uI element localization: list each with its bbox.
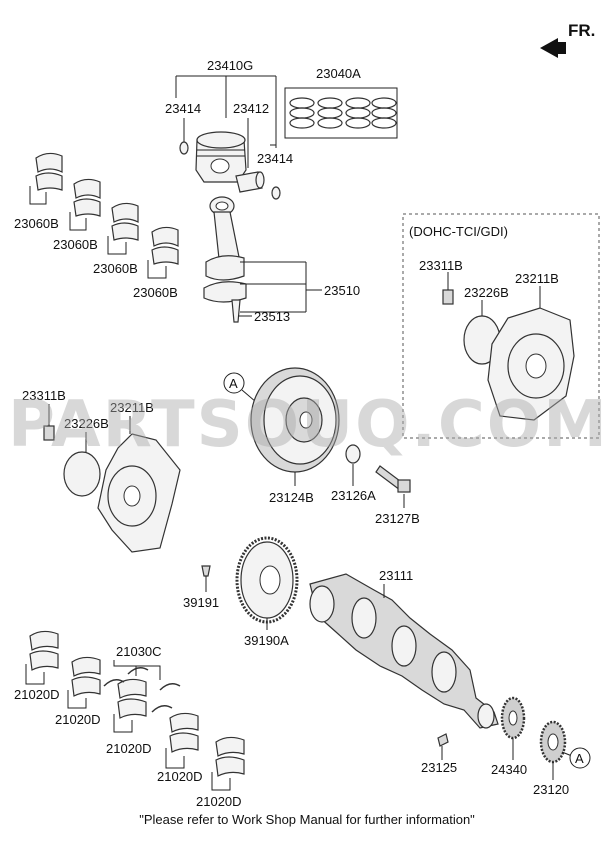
label-23226B-left: 23226B xyxy=(64,416,109,431)
gdi-flywheel-group: 23311B 23226B 23211B xyxy=(419,258,575,421)
front-arrow-icon xyxy=(540,38,566,58)
conrod-bearing-3 xyxy=(111,202,139,241)
thrust-washers xyxy=(103,667,181,713)
flywheel-left xyxy=(97,433,181,553)
label-23120: 23120 xyxy=(533,782,569,797)
footer-note: "Please refer to Work Shop Manual for fu… xyxy=(139,812,475,827)
target-wheel xyxy=(235,536,299,624)
label-23040A: 23040A xyxy=(316,66,361,81)
conrod-bearings: 23060B 23060B 23060B 23060B xyxy=(14,152,179,300)
label-21020D-1: 21020D xyxy=(14,687,60,702)
piston-pin xyxy=(235,171,265,193)
sprocket-24340 xyxy=(500,696,526,740)
crank-pulley xyxy=(250,367,340,473)
connecting-rod: 23510 23513 xyxy=(203,196,360,324)
callout-a-bottom: A xyxy=(575,751,584,766)
label-24340: 24340 xyxy=(491,762,527,777)
variant-box xyxy=(402,213,600,439)
label-23311B-gdi: 23311B xyxy=(419,258,463,273)
variant-box-label: (DOHC-TCI/GDI) xyxy=(409,224,508,239)
snap-ring-right xyxy=(271,186,281,200)
rod-bolt xyxy=(231,299,241,323)
label-21020D-4: 21020D xyxy=(157,769,203,784)
front-direction-indicator: FR. xyxy=(540,21,595,58)
label-23060B-3: 23060B xyxy=(93,261,138,276)
conrod-bearing-2 xyxy=(73,178,101,217)
label-21030C: 21030C xyxy=(116,644,162,659)
timing-sprockets: A 23125 24340 23120 xyxy=(421,696,591,797)
piston-ring-set: 23040A xyxy=(284,66,398,139)
front-label: FR. xyxy=(568,21,595,40)
label-23412: 23412 xyxy=(233,101,269,116)
label-39190A: 39190A xyxy=(244,633,289,648)
piston-group: 23410G 23414 23412 23414 xyxy=(165,58,293,200)
label-23211B-gdi: 23211B xyxy=(515,271,559,286)
piston xyxy=(195,131,247,183)
target-wheel-group: 39191 39190A xyxy=(183,536,299,648)
main-bearing-1 xyxy=(29,630,59,671)
shim-left xyxy=(63,451,101,497)
flywheel-gdi xyxy=(487,307,575,421)
crankshaft: 23111 xyxy=(309,568,499,729)
sprocket-23120 xyxy=(539,720,567,764)
label-23414-left: 23414 xyxy=(165,101,201,116)
label-21020D-2: 21020D xyxy=(55,712,101,727)
label-23060B-2: 23060B xyxy=(53,237,98,252)
label-21020D-3: 21020D xyxy=(106,741,152,756)
snap-ring-left xyxy=(179,141,189,155)
bolt-gdi xyxy=(442,289,454,305)
label-23410G: 23410G xyxy=(207,58,253,73)
conrod-bearing-4 xyxy=(151,226,179,265)
conrod-bearing-1 xyxy=(35,152,63,191)
watermark: PARTSOUQ.COM xyxy=(8,388,609,462)
label-23060B-4: 23060B xyxy=(133,285,178,300)
callout-a-top: A xyxy=(229,376,238,391)
label-21020D-5: 21020D xyxy=(196,794,242,809)
label-23414-right: 23414 xyxy=(257,151,293,166)
label-23127B: 23127B xyxy=(375,511,420,526)
main-bearing-3 xyxy=(117,678,147,719)
label-23111: 23111 xyxy=(379,568,413,583)
label-23226B-gdi: 23226B xyxy=(464,285,509,300)
label-23126A: 23126A xyxy=(331,488,376,503)
washer xyxy=(345,444,361,464)
main-bearings: 21030C 21020D 21020D 21020D 21020D 21020… xyxy=(14,630,245,809)
label-23124B: 23124B xyxy=(269,490,314,505)
label-23311B-left: 23311B xyxy=(22,388,66,403)
left-flywheel-group: 23311B 23211B 23226B xyxy=(22,388,181,553)
main-bearing-2 xyxy=(71,656,101,697)
main-bearing-4 xyxy=(169,712,199,753)
pulley-group: A 23124B 23126A 23127B xyxy=(223,367,420,526)
pin xyxy=(201,565,211,577)
label-23513: 23513 xyxy=(254,309,290,324)
label-23211B-left: 23211B xyxy=(110,400,154,415)
label-23125: 23125 xyxy=(421,760,457,775)
crank-key xyxy=(437,733,449,747)
main-bearing-5 xyxy=(215,736,245,777)
label-23060B-1: 23060B xyxy=(14,216,59,231)
callout-circle-a-bottom xyxy=(569,747,591,769)
label-39191: 39191 xyxy=(183,595,219,610)
callout-circle-a-top xyxy=(223,372,245,394)
label-23510: 23510 xyxy=(324,283,360,298)
